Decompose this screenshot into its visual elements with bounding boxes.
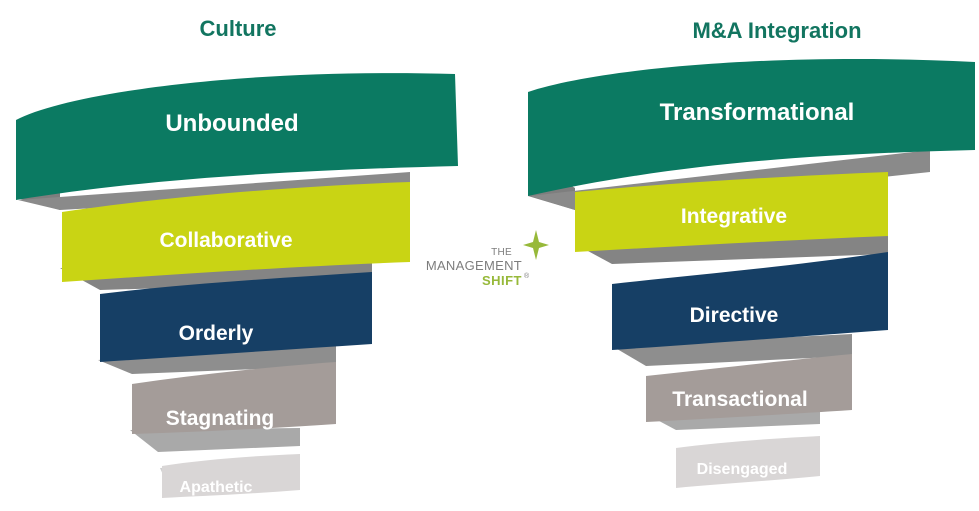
logo-line-management: MANAGEMENT xyxy=(426,258,522,273)
level-band-3 xyxy=(612,252,888,350)
level-label: Orderly xyxy=(179,322,254,345)
level-band-1 xyxy=(16,73,458,200)
four-point-star-icon xyxy=(523,230,549,260)
level-band-2 xyxy=(62,182,410,282)
ma-integration-title: M&A Integration xyxy=(692,18,861,43)
level-label: Integrative xyxy=(681,205,787,228)
level-band-4 xyxy=(132,362,336,434)
ribbon-fold-shadow xyxy=(612,334,852,366)
culture-title: Culture xyxy=(200,16,277,41)
logo-registered-mark: ® xyxy=(524,272,530,280)
ribbon-fold-shadow xyxy=(575,232,888,264)
level-label: Transformational xyxy=(660,99,855,126)
level-band-5 xyxy=(162,454,300,498)
logo-line-shift: SHIFT xyxy=(482,273,522,288)
level-label: Transactional xyxy=(672,388,807,411)
level-label: Directive xyxy=(690,304,779,327)
level-band-3 xyxy=(100,272,372,362)
level-label: Stagnating xyxy=(166,407,275,430)
culture-spiral: Culture Unbounded Collaborative Orderly … xyxy=(16,16,458,498)
ribbon-fold-shadow xyxy=(18,172,410,210)
level-label: Apathetic xyxy=(180,479,253,496)
level-label: Disengaged xyxy=(697,461,788,478)
ma-integration-spiral: M&A Integration Transformational Integra… xyxy=(528,18,975,488)
level-label: Unbounded xyxy=(165,110,298,137)
ribbon-fold-shadow xyxy=(130,428,300,452)
level-band-1 xyxy=(528,58,975,196)
level-band-2 xyxy=(575,172,888,252)
management-shift-logo: THE MANAGEMENT SHIFT ® xyxy=(426,230,549,288)
logo-line-the: THE xyxy=(491,247,512,258)
level-label: Collaborative xyxy=(159,229,292,252)
level-band-4 xyxy=(646,354,852,422)
level-band-5 xyxy=(676,436,820,488)
